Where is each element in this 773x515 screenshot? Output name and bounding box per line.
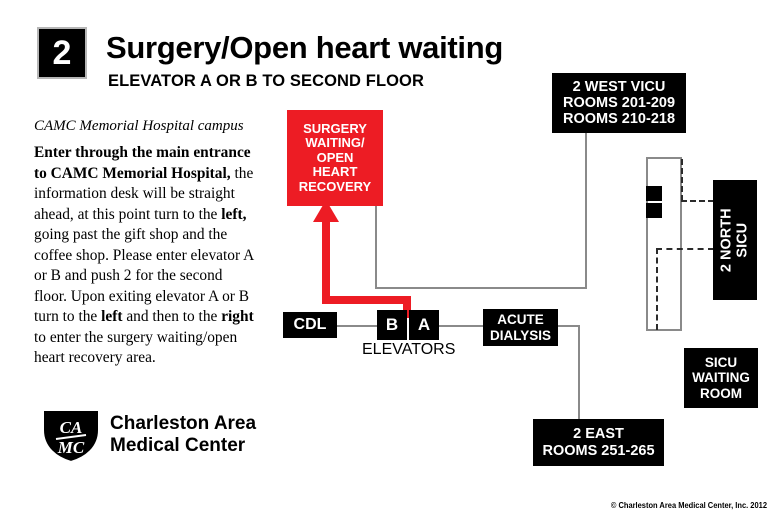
corridor-line-dialysis-right	[556, 325, 580, 327]
elevator-car-b[interactable]: B	[377, 310, 407, 340]
sicu-waiting-line-2: WAITING	[692, 370, 750, 386]
corridor-line-elevators-to-dialysis	[436, 325, 484, 327]
two-east-line-2: ROOMS 251-265	[542, 442, 655, 459]
acute-dialysis-line-2: DIALYSIS	[489, 327, 552, 343]
destination-line-1: SURGERY	[303, 120, 367, 136]
corridor-line-right-vertical	[585, 133, 587, 289]
elevators-label: ELEVATORS	[362, 341, 456, 358]
room-acute-dialysis[interactable]: ACUTE DIALYSIS	[483, 309, 558, 346]
room-surgery-waiting-open-heart-recovery[interactable]: SURGERY WAITING/ OPEN HEART RECOVERY	[287, 110, 383, 206]
floor-number-badge: 2	[37, 27, 87, 79]
corridor-line-dialysis-to-two-east	[578, 325, 580, 419]
destination-line-5: RECOVERY	[298, 178, 372, 194]
directions-text: Enter through the main entrance to CAMC …	[34, 144, 254, 366]
two-west-vicu-line-3: ROOMS 210-218	[562, 111, 676, 128]
room-two-west-vicu[interactable]: 2 WEST VICU ROOMS 201-209 ROOMS 210-218	[552, 73, 686, 133]
logo-monogram-bottom: MC	[57, 438, 85, 457]
room-cdl[interactable]: CDL	[283, 312, 337, 338]
red-route-arrowhead	[313, 200, 339, 222]
two-north-sicu-line-2: SICU	[735, 222, 751, 258]
destination-line-4: HEART	[312, 164, 358, 180]
room-two-east[interactable]: 2 EAST ROOMS 251-265	[533, 419, 664, 466]
acute-dialysis-line-1: ACUTE	[497, 312, 544, 328]
red-route-vertical	[322, 222, 330, 302]
dashed-connector-top-vertical	[681, 159, 683, 201]
sicu-waiting-line-3: ROOM	[700, 385, 742, 401]
corridor-door-lower	[646, 203, 662, 218]
two-west-vicu-line-1: 2 WEST VICU	[572, 78, 666, 95]
corridor-line-cdl-to-elevators	[336, 325, 378, 327]
corridor-line-left-vertical	[375, 205, 377, 289]
corridor-door-upper	[646, 186, 662, 201]
elevator-car-a[interactable]: A	[409, 310, 439, 340]
room-sicu-waiting-room[interactable]: SICU WAITING ROOM	[684, 348, 758, 408]
logo-wordmark: Charleston Area Medical Center	[110, 413, 256, 457]
two-north-sicu-line-1: 2 NORTH	[718, 208, 735, 272]
north-corridor-outline	[646, 157, 682, 331]
dashed-connector-upper-horizontal	[681, 200, 714, 202]
logo-monogram-top: CA	[60, 418, 83, 437]
destination-line-2: WAITING/	[305, 135, 365, 151]
logo-line-1: Charleston Area	[110, 413, 257, 434]
dashed-connector-lower-horizontal	[656, 248, 714, 250]
sicu-waiting-line-1: SICU	[704, 355, 738, 371]
footer-copyright: © Charleston Area Medical Center, Inc. 2…	[610, 500, 767, 511]
red-route-stub-vertical	[403, 296, 411, 318]
camc-logo: CA MC Charleston Area Medical Center	[40, 408, 265, 466]
elevator-a-label: A	[417, 315, 431, 335]
logo-line-2: Medical Center	[110, 435, 246, 456]
elevator-b-label: B	[385, 315, 399, 335]
destination-line-3: OPEN	[316, 149, 354, 165]
two-east-line-1: 2 EAST	[573, 426, 624, 443]
room-two-north-sicu[interactable]: 2 NORTH SICU	[713, 180, 757, 300]
corridor-line-bottom-horizontal	[375, 287, 587, 289]
campus-label: CAMC Memorial Hospital campus	[34, 118, 244, 134]
dashed-connector-bottom-vertical	[656, 248, 658, 330]
page-title: Surgery/Open heart waiting	[106, 30, 504, 65]
red-route-horizontal	[322, 296, 411, 304]
page-subtitle: ELEVATOR A OR B TO SECOND FLOOR	[108, 72, 425, 90]
shield-icon: CA MC	[42, 409, 100, 464]
cdl-label: CDL	[293, 316, 327, 334]
two-west-vicu-line-2: ROOMS 201-209	[562, 94, 676, 111]
